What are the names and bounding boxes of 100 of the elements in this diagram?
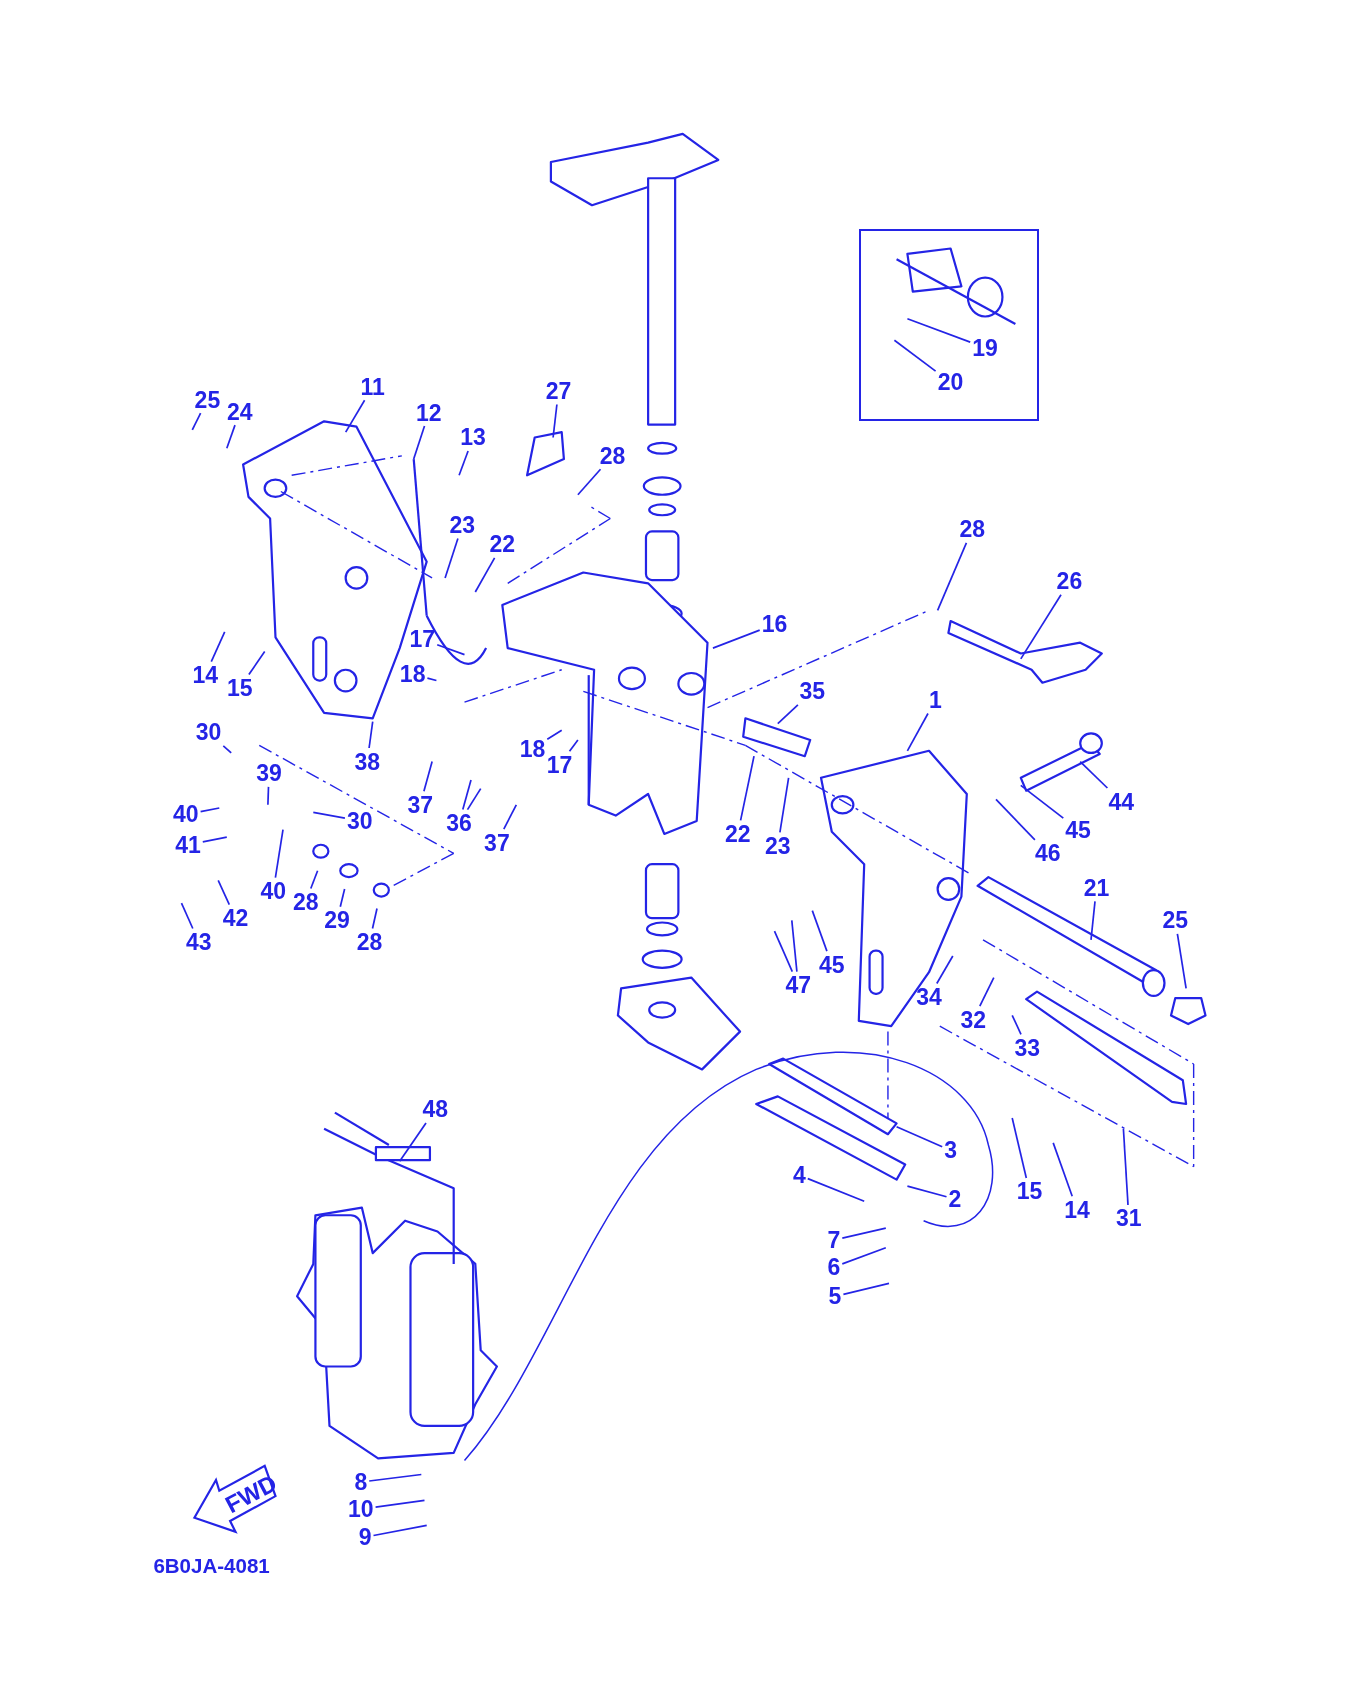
callout-number: 41 [175, 833, 201, 857]
callout-number: 18 [519, 737, 546, 761]
leader-line [222, 744, 233, 754]
callout-number: 28 [959, 517, 985, 541]
leader-line [436, 643, 466, 656]
callout-number: 15 [1016, 1180, 1043, 1203]
leader-line [368, 1473, 423, 1482]
leader-line [1019, 784, 1065, 820]
leader-line [374, 1499, 426, 1508]
callout-number: 5 [828, 1284, 842, 1308]
callout-number: 43 [185, 930, 212, 954]
callout-number: 3 [944, 1138, 957, 1162]
leader-line [841, 1227, 887, 1240]
leader-line [466, 787, 482, 811]
callout-number: 28 [599, 444, 626, 468]
callout-number: 21 [1083, 876, 1110, 900]
leader-line [906, 712, 929, 752]
inset-box [858, 229, 1040, 422]
callout-number: 39 [256, 761, 282, 785]
leader-line [312, 811, 346, 820]
callout-number: 9 [358, 1525, 372, 1549]
callout-number: 30 [195, 720, 222, 744]
callout-number: 28 [292, 890, 319, 914]
callout-number: 12 [416, 401, 442, 425]
callout-number: 8 [354, 1470, 368, 1494]
leader-line [368, 720, 374, 749]
callout-number: 22 [489, 532, 516, 556]
leader-line [1011, 1117, 1028, 1179]
leader-line [1090, 900, 1096, 941]
callout-number: 19 [972, 336, 998, 360]
callout-number: 17 [409, 628, 436, 651]
leader-line [739, 755, 755, 822]
callout-number: 44 [1108, 790, 1135, 813]
callout-number: 24 [227, 400, 253, 424]
leader-line [248, 650, 266, 676]
leader-line [906, 1185, 948, 1198]
leader-line [180, 902, 194, 930]
callout-number: 6 [827, 1255, 841, 1279]
callout-number: 23 [449, 513, 476, 537]
callout-number: 33 [1014, 1036, 1041, 1060]
leader-line [372, 1524, 428, 1537]
leader-line [779, 776, 790, 834]
callout-number: 2 [948, 1187, 962, 1211]
leader-line [552, 403, 558, 439]
callout-number: 35 [799, 679, 826, 703]
leader-line [893, 339, 937, 372]
leader-line [1019, 593, 1062, 660]
callout-number: 31 [1116, 1207, 1142, 1230]
leader-line [841, 1246, 887, 1265]
leader-line [577, 468, 602, 496]
leader-line [1079, 760, 1109, 789]
callout-number: 47 [785, 973, 812, 997]
callout-number: 48 [422, 1097, 449, 1121]
callout-number: 14 [1064, 1198, 1090, 1222]
callout-number: 20 [937, 370, 964, 394]
leader-line [199, 807, 221, 813]
leader-line [895, 1125, 944, 1148]
leader-line [842, 1282, 890, 1296]
callout-number: 13 [460, 426, 486, 449]
leader-line [995, 798, 1036, 841]
callout-number: 14 [192, 663, 219, 687]
callout-number: 27 [545, 379, 572, 403]
callout-number: 17 [546, 753, 573, 777]
callout-number: 37 [484, 831, 510, 855]
callout-number: 16 [761, 612, 788, 636]
callout-number: 30 [346, 809, 373, 833]
leader-line [210, 631, 226, 663]
leader-line [1122, 1127, 1129, 1206]
leader-line [935, 955, 954, 985]
leader-line [217, 879, 231, 906]
callout-number: 42 [222, 906, 249, 930]
callout-number: 38 [354, 750, 381, 774]
callout-number: 32 [960, 1008, 987, 1032]
leader-line [776, 703, 799, 725]
leader-line [474, 557, 496, 593]
callout-number: 46 [1035, 841, 1061, 865]
callout-number: 4 [792, 1163, 806, 1187]
leader-line [790, 919, 798, 973]
leader-line [201, 836, 228, 843]
leader-line [444, 537, 459, 579]
callout-number: 10 [348, 1497, 374, 1521]
leader-line [458, 450, 469, 477]
leader-line [568, 739, 579, 753]
leader-line [546, 729, 563, 741]
callout-number: 28 [356, 930, 383, 954]
callout-number: 15 [227, 676, 253, 700]
callout-number: 26 [1056, 569, 1083, 593]
leader-line [712, 629, 761, 649]
leader-line [806, 1177, 866, 1203]
leader-line [191, 412, 202, 431]
leader-line [978, 976, 995, 1008]
callout-number: 29 [324, 908, 350, 932]
callout-number: 40 [173, 803, 199, 826]
leader-line [1011, 1014, 1022, 1036]
callout-number: 36 [446, 811, 472, 835]
leader-line [1176, 932, 1187, 990]
callout-number: 22 [725, 822, 751, 846]
callout-number: 1 [929, 688, 942, 712]
leader-line [1052, 1142, 1074, 1198]
callout-number: 18 [399, 662, 426, 686]
